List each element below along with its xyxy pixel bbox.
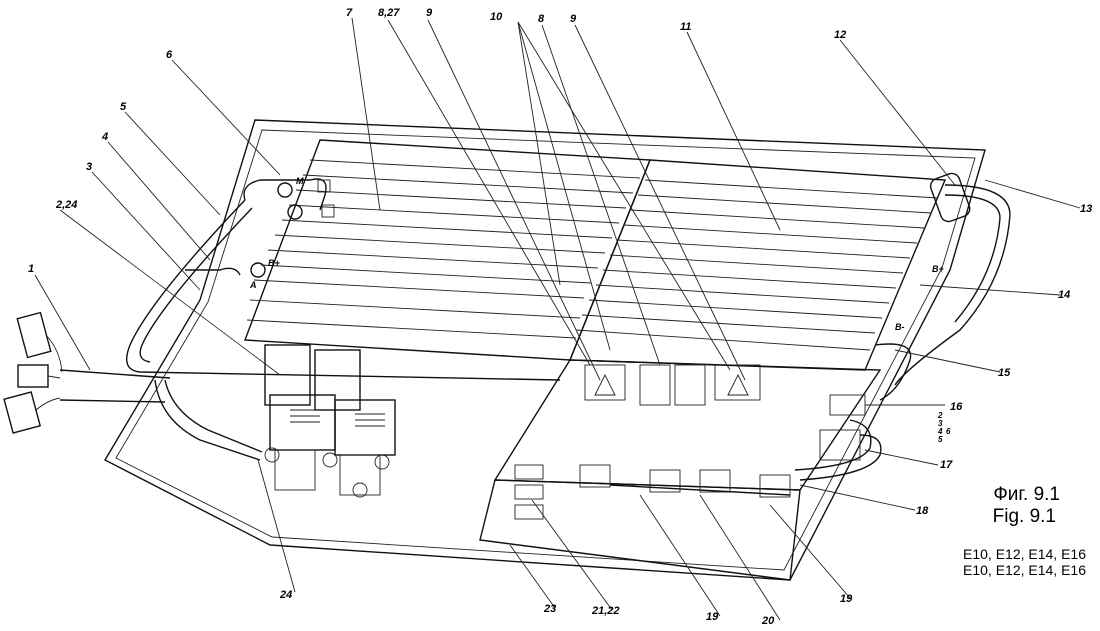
- callout-24: 24: [279, 589, 292, 601]
- callout-4: 4: [101, 131, 108, 143]
- wiring-loops: [126, 178, 1011, 481]
- callout-7: 7: [346, 7, 353, 19]
- mark-m: M: [296, 176, 304, 186]
- relay: [674, 364, 706, 406]
- callout-9b: 9: [570, 13, 577, 25]
- callout-13: 13: [1080, 203, 1092, 215]
- svg-text:3: 3: [938, 419, 943, 428]
- callout-12: 12: [834, 29, 846, 41]
- connector-block: [584, 364, 626, 401]
- relay: [639, 364, 671, 406]
- base-plate: [104, 119, 986, 581]
- callout-labels: 1 2,24 3 4 5 6 7 8,27 9 10 8 9 11 12 13 …: [28, 7, 1092, 627]
- callout-15: 15: [998, 367, 1011, 379]
- svg-text:2: 2: [937, 411, 943, 420]
- callout-2-24: 2,24: [55, 199, 77, 211]
- callout-10: 10: [490, 11, 503, 23]
- callout-5: 5: [120, 101, 127, 113]
- cable-harness: [3, 311, 171, 434]
- svg-text:4: 4: [937, 427, 943, 436]
- callout-3: 3: [86, 161, 92, 173]
- model-list-2: E10, E12, E14, E16: [963, 562, 1086, 578]
- callout-6: 6: [166, 49, 173, 61]
- mark-bplus-left: B+: [268, 258, 280, 268]
- callout-19: 19: [840, 593, 853, 605]
- terminal-marks: M B+ A B+ B-: [249, 176, 944, 332]
- callout-16: 16: [950, 401, 963, 413]
- figure-caption-en: Fig. 9.1: [992, 506, 1056, 527]
- model-list-1: E10, E12, E14, E16: [963, 546, 1086, 562]
- callout-11: 11: [680, 21, 691, 33]
- circuit-board: [479, 359, 882, 581]
- callout-8: 8: [538, 13, 545, 25]
- callout-8-27: 8,27: [378, 7, 400, 19]
- mark-bplus-right: B+: [932, 264, 944, 274]
- callout-18: 18: [916, 505, 929, 517]
- mark-a: A: [249, 280, 257, 290]
- callout-14: 14: [1058, 289, 1070, 301]
- callout-21-22: 21,22: [591, 605, 620, 617]
- callout-20: 20: [761, 615, 775, 627]
- radiator-right: [568, 159, 947, 371]
- radiator-left: [244, 139, 652, 361]
- leader-lines: [34, 17, 1081, 621]
- callout-9: 9: [426, 7, 433, 19]
- callout-17: 17: [940, 459, 953, 471]
- svg-text:5: 5: [938, 435, 943, 444]
- small-legend: 2 3 4 5 6: [937, 411, 951, 444]
- mark-bminus: B-: [895, 322, 905, 332]
- fuse-holder: [929, 172, 971, 223]
- power-modules: [264, 344, 396, 498]
- svg-text:6: 6: [946, 427, 951, 436]
- callout-1: 1: [28, 263, 34, 275]
- figure-caption-ru: Фиг. 9.1: [993, 484, 1060, 505]
- terminals: [250, 179, 335, 278]
- callout-23: 23: [543, 603, 556, 615]
- callout-19b: 19: [706, 611, 719, 623]
